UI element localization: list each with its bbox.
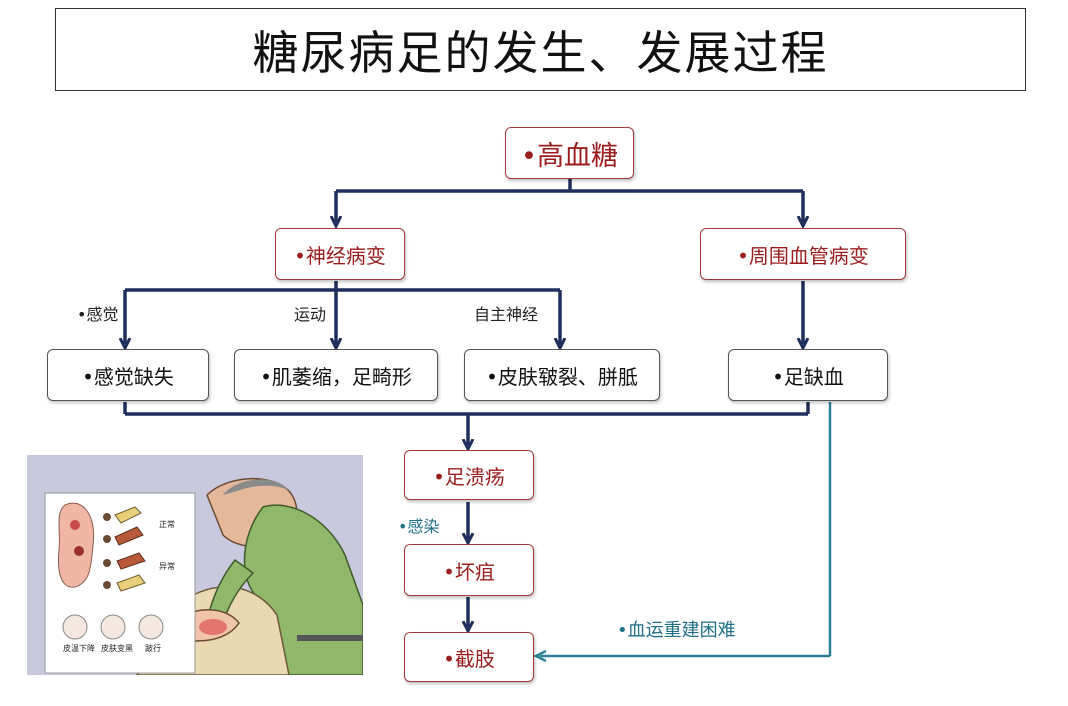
node-ischemia-label: •足缺血 — [772, 364, 844, 389]
node-high-glucose-label: •高血糖 — [521, 140, 618, 172]
node-sensory-loss-label: •感觉缺失 — [82, 364, 174, 389]
label-abnormal: 异常 — [159, 562, 175, 571]
node-ischemia: •足缺血 — [728, 349, 888, 401]
node-skin: •皮肤皲裂、胼胝 — [464, 349, 660, 401]
node-ulcer-label: •足溃疡 — [433, 464, 505, 489]
node-neuropathy: •神经病变 — [275, 228, 405, 280]
node-vascular-label: •周围血管病变 — [737, 243, 869, 268]
label-normal: 正常 — [159, 520, 175, 529]
node-gangrene-label: •坏疽 — [443, 559, 495, 584]
caption-limp: 跛行 — [145, 643, 161, 653]
node-sensory-loss: •感觉缺失 — [47, 349, 209, 401]
edge-label-motor: 运动 — [294, 305, 327, 324]
node-neuropathy-label: •神经病变 — [294, 243, 386, 268]
node-amputation: •截肢 — [404, 632, 534, 682]
node-gangrene: •坏疽 — [404, 544, 534, 596]
node-ulcer: •足溃疡 — [404, 450, 534, 500]
page-title: 糖尿病足的发生、发展过程 — [252, 25, 829, 80]
node-high-glucose: •高血糖 — [505, 127, 634, 179]
node-muscle: •肌萎缩，足畸形 — [234, 349, 438, 401]
node-vascular: •周围血管病变 — [700, 228, 906, 280]
caption-skin: 皮肤变黑 — [101, 643, 133, 653]
node-muscle-label: •肌萎缩，足畸形 — [260, 364, 412, 389]
foot-illustration: 正常 异常 皮温下降 皮肤变黑 跛行 — [27, 455, 363, 675]
edge-label-infection: •感染 — [398, 517, 440, 536]
node-skin-label: •皮肤皲裂、胼胝 — [486, 364, 638, 389]
edge-label-sensory: •感觉 — [77, 305, 119, 324]
edge-label-autonomic: 自主神经 — [474, 305, 539, 324]
edge-label-revasc: •血运重建困难 — [617, 620, 736, 641]
node-amputation-label: •截肢 — [443, 646, 495, 671]
title-box: 糖尿病足的发生、发展过程 — [55, 8, 1026, 91]
caption-temp: 皮温下降 — [63, 643, 95, 653]
